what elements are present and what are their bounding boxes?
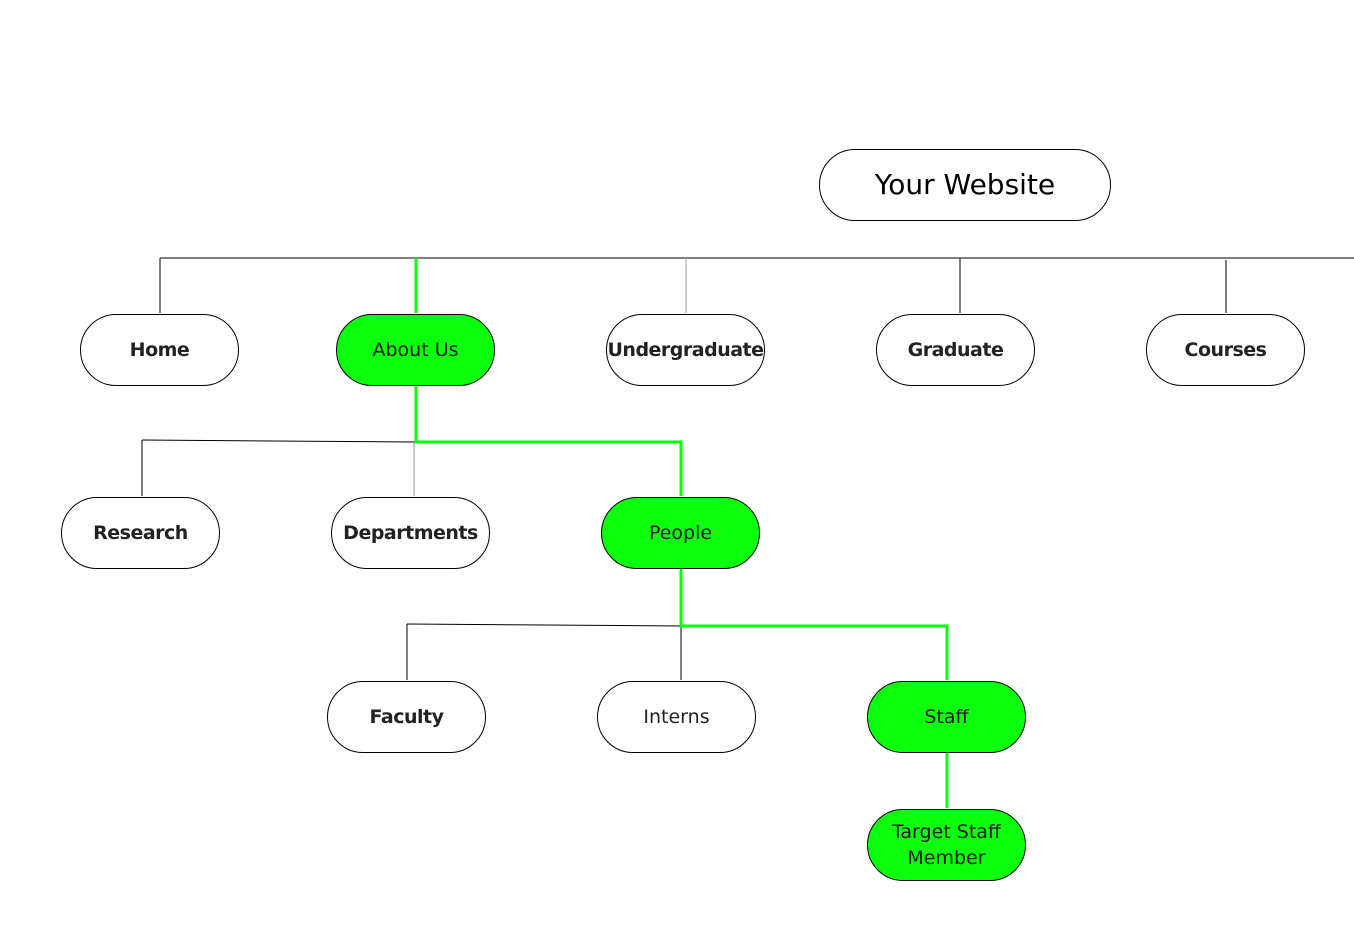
node-home[interactable]: Home <box>80 314 239 386</box>
node-graduate[interactable]: Graduate <box>876 314 1035 386</box>
node-staff[interactable]: Staff <box>867 681 1026 753</box>
node-people[interactable]: People <box>601 497 760 569</box>
node-target-staff-member[interactable]: Target Staff Member <box>867 809 1026 881</box>
node-research[interactable]: Research <box>61 497 220 569</box>
node-interns[interactable]: Interns <box>597 681 756 753</box>
node-courses[interactable]: Courses <box>1146 314 1305 386</box>
highlight-path-people <box>414 384 683 496</box>
node-about-us[interactable]: About Us <box>336 314 495 386</box>
highlight-path-staff <box>679 568 949 680</box>
node-departments[interactable]: Departments <box>331 497 490 569</box>
connector-faculty-bus <box>406 623 682 627</box>
connector-research-bus <box>141 439 417 443</box>
node-undergraduate[interactable]: Undergraduate <box>606 314 765 386</box>
node-faculty[interactable]: Faculty <box>327 681 486 753</box>
node-your-website[interactable]: Your Website <box>819 149 1111 221</box>
